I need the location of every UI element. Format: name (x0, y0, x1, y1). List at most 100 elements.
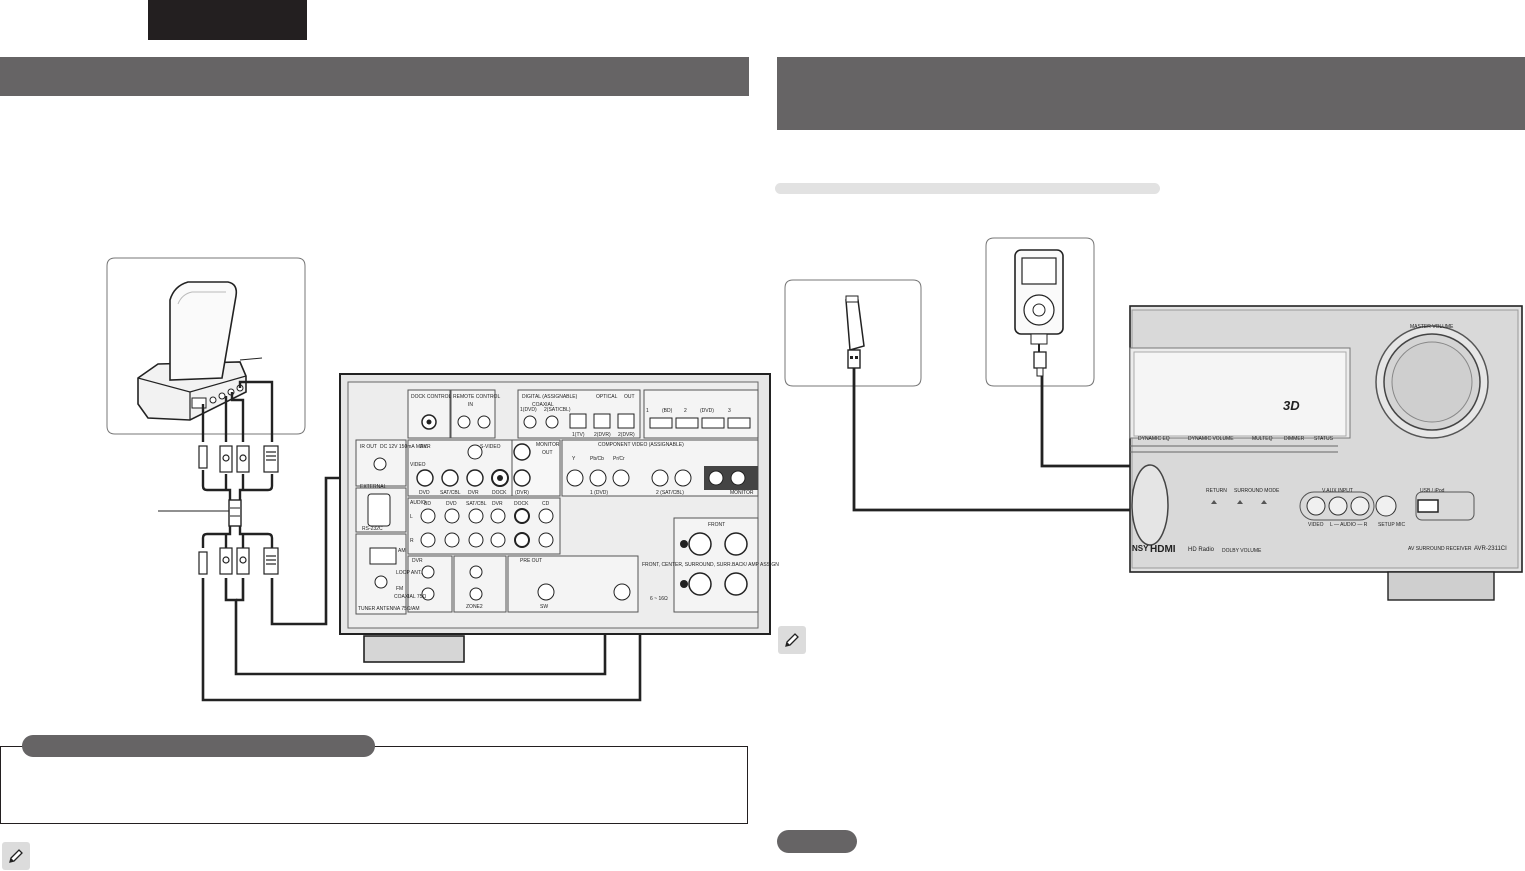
label-dynamic-eq: DYNAMIC EQ (1138, 436, 1170, 442)
cable-plugs-bottom (198, 547, 279, 575)
label-audio: AUDIO (410, 500, 426, 506)
label-usb-ipod: USB / iPod (1420, 488, 1445, 494)
label-front: FRONT (708, 522, 725, 528)
label-impedance: 6 ~ 16Ω (650, 596, 668, 602)
section-header-dock-connection (0, 57, 749, 96)
dock-cables (201, 380, 274, 442)
label-comp-2: 2 (SAT/CBL) (656, 490, 684, 496)
label-loop-ant: LOOP ANT. (396, 570, 422, 576)
label-pre-out: PRE OUT (520, 558, 542, 564)
note-box-heading-pill (22, 735, 375, 757)
label-monitor-out: OUT (542, 450, 553, 456)
label-comp-monitor: MONITOR (730, 490, 754, 496)
label-3d-logo: 3D (1283, 398, 1300, 413)
label-status: STATUS (1314, 436, 1334, 442)
ipod-dock-illustration (137, 281, 263, 421)
label-hd-radio: HD Radio (1188, 547, 1215, 553)
label-dvr: DVR (420, 444, 431, 450)
label-component: COMPONENT VIDEO (ASSIGNABLE) (598, 442, 684, 448)
pencil-icon (778, 626, 806, 654)
label-v-dvr: DVR (468, 490, 479, 496)
label-r: R (410, 538, 414, 544)
label-coax-2: 2(SAT/CBL) (544, 407, 571, 413)
label-hdmi-1: 1 (646, 408, 649, 414)
label-v-dvr2: (DVR) (515, 490, 529, 496)
section-tab (148, 0, 307, 40)
label-opt-dvr2: 2(DVR) (618, 432, 635, 438)
label-coaxial: COAXIAL (532, 402, 554, 408)
label-monitor: MONITOR (536, 442, 560, 448)
label-a-dvr: DVR (492, 501, 503, 507)
label-digital-out: OUT (624, 394, 635, 400)
usb-flash-drive-illustration (845, 295, 865, 369)
label-out-dvr: DVR (412, 558, 423, 564)
note-box (0, 746, 748, 824)
label-rs232-ext: EXTERNAL (360, 484, 387, 490)
label-rs232c: RS-232C (362, 526, 383, 532)
label-comp-pr: Pr/Cr (613, 456, 625, 462)
label-model: AVR-2311CI (1474, 546, 1507, 552)
label-v-dvd: DVD (419, 490, 430, 496)
label-vaux-input: V.AUX INPUT (1322, 488, 1353, 494)
label-l: L (410, 514, 413, 520)
label-comp-1: 1 (DVD) (590, 490, 608, 496)
label-surround-mode: SURROUND MODE (1234, 488, 1280, 494)
label-coax-75: COAXIAL 75Ω (394, 594, 426, 600)
notes-heading-pill (777, 830, 857, 853)
label-dimmer: DIMMER (1284, 436, 1305, 442)
section-header-usb-connection (777, 57, 1525, 130)
label-zone2: ZONE2 (466, 604, 483, 610)
label-return: RETURN (1206, 488, 1227, 494)
label-optical: OPTICAL (596, 394, 618, 400)
label-master-volume: MASTER VOLUME (1410, 324, 1454, 330)
pencil-icon (2, 842, 30, 870)
label-fm: FM (396, 586, 403, 592)
label-a-cd: CD (542, 501, 550, 507)
pencil-icon-glyph (785, 633, 799, 647)
label-a-dock: DOCK (514, 501, 529, 507)
label-dc-out: DC 12V 150mA MAX. (380, 444, 428, 450)
ipod-callout (985, 237, 1095, 387)
label-multeq: MULTEQ (1252, 436, 1273, 442)
label-opt-dvr: 2(DVR) (594, 432, 611, 438)
label-hdmi-logo: HDMI (1150, 544, 1176, 555)
dock-callout (106, 257, 306, 435)
label-hdmi-bd: (BD) (662, 408, 673, 414)
label-am: AM (398, 548, 406, 554)
label-comp-y: Y (572, 456, 576, 462)
label-dock-control: DOCK CONTROL (411, 394, 452, 400)
usb-memory-callout (784, 279, 922, 387)
label-tuner-ant: TUNER ANTENNA 75Ω/AM (358, 606, 420, 612)
cable-plugs-top (198, 445, 279, 473)
label-hdmi-3: 3 (728, 408, 731, 414)
label-dolby-volume: DOLBY VOLUME (1222, 548, 1262, 554)
label-ir-out: IR OUT (360, 444, 377, 450)
label-v-dock: DOCK (492, 490, 507, 496)
label-vaux-audio: L — AUDIO — R (1330, 522, 1368, 528)
label-nsy: NSY (1132, 544, 1149, 553)
label-sw: SW (540, 604, 548, 610)
pencil-icon-glyph (9, 849, 23, 863)
cable-bundle (201, 470, 274, 548)
receiver-front-panel: MASTER VOLUME 3D DYNAMIC EQ DYNAMIC VOLU… (1129, 305, 1523, 601)
label-dynamic-volume: DYNAMIC VOLUME (1188, 436, 1234, 442)
subsection-bar (775, 183, 1160, 194)
ipod-illustration (1014, 249, 1064, 377)
label-remote-in: IN (468, 402, 473, 408)
label-digital-assignable: DIGITAL (ASSIGNABLE) (522, 394, 578, 400)
label-hdmi-dvd: (DVD) (700, 408, 714, 414)
label-svideo: S-VIDEO (480, 444, 501, 450)
label-a-dvd: DVD (446, 501, 457, 507)
label-vaux-video: VIDEO (1308, 522, 1324, 528)
label-comp-pb: Pb/Cb (590, 456, 604, 462)
label-v-satcbl: SAT/CBL (440, 490, 461, 496)
label-setup-mic: SETUP MIC (1378, 522, 1406, 528)
label-hdmi-2: 2 (684, 408, 687, 414)
label-opt-tv: 1(TV) (572, 432, 585, 438)
label-remote-control: REMOTE CONTROL (453, 394, 500, 400)
label-model-caption: AV SURROUND RECEIVER (1408, 546, 1472, 552)
label-coax-1: 1(DVD) (520, 407, 537, 413)
receiver-rear-panel: DOCK CONTROL REMOTE CONTROL IN DIGITAL (… (339, 373, 779, 663)
label-a-bd: BD (424, 501, 431, 507)
